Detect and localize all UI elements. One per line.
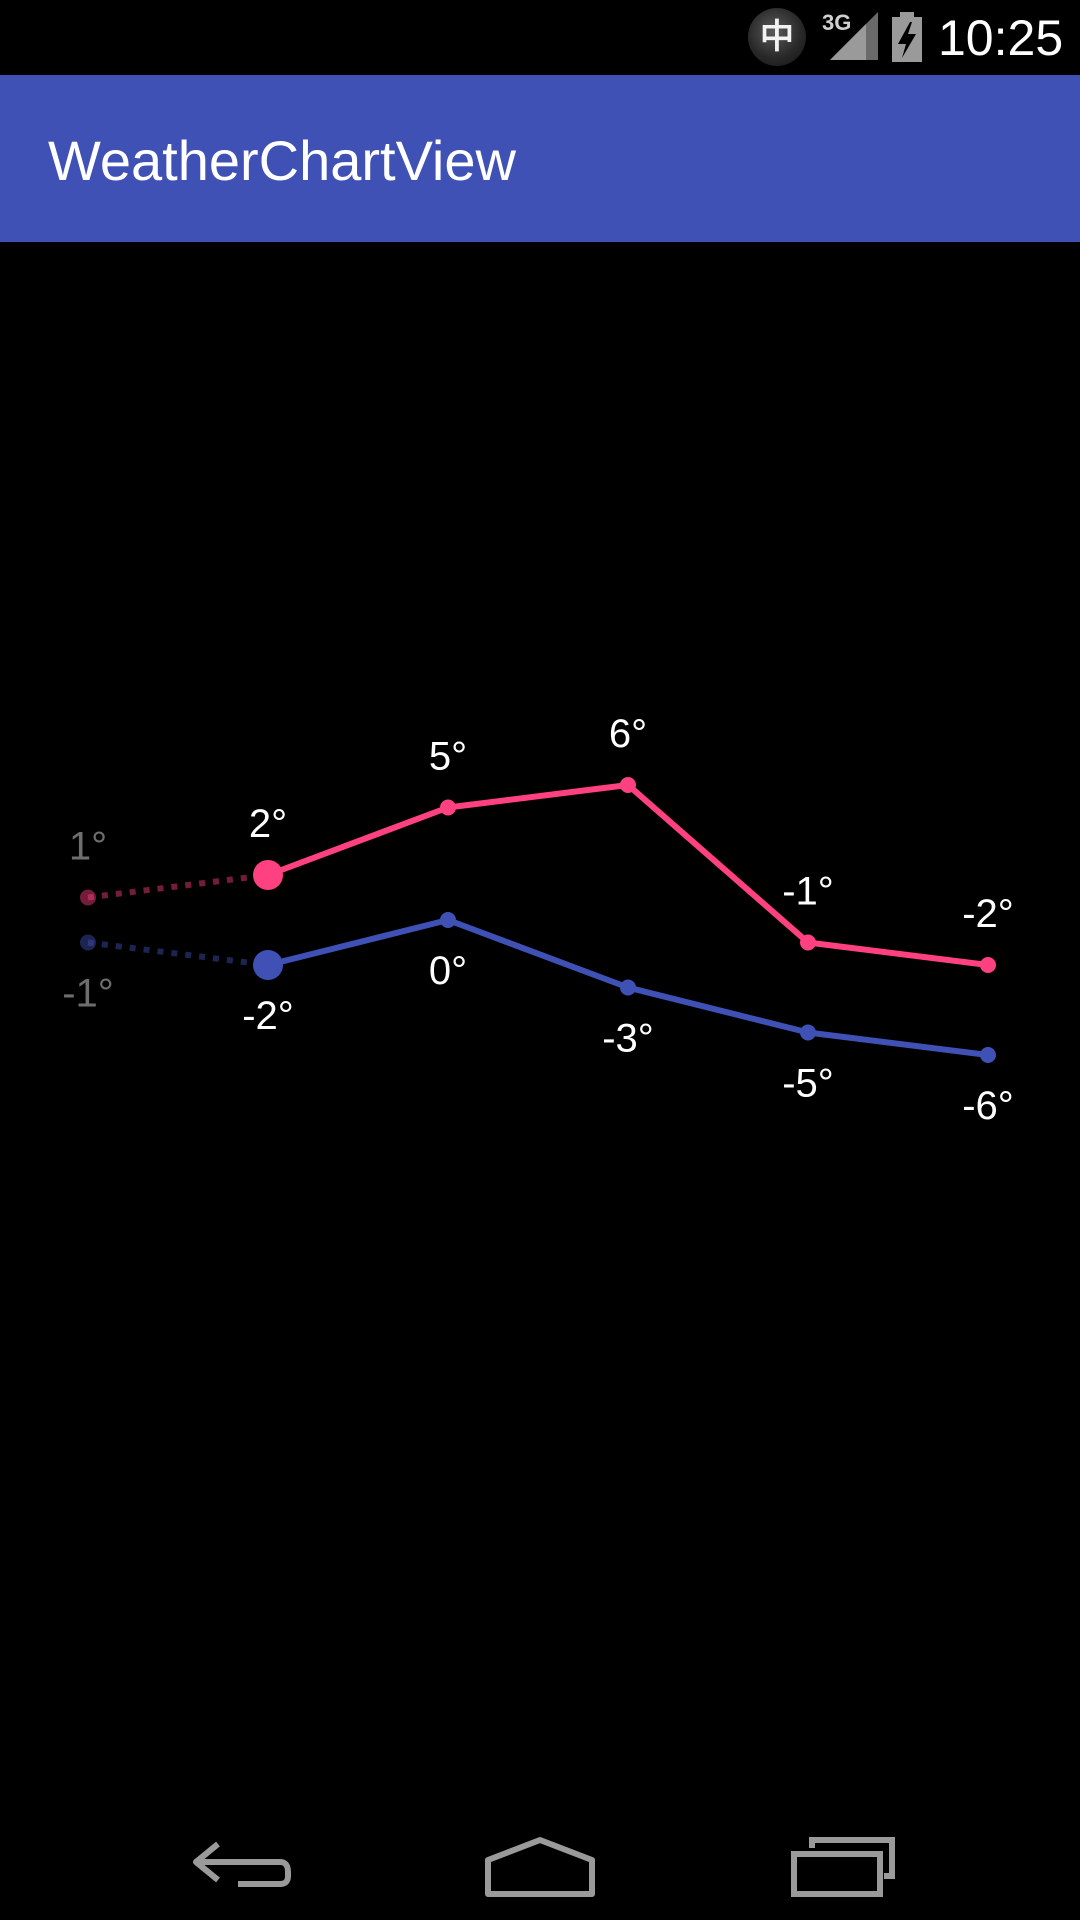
- navigation-bar: [0, 1800, 1080, 1920]
- ime-indicator-icon: 中: [748, 8, 806, 66]
- high-temp-point: [80, 889, 96, 906]
- low-temp-point: [253, 950, 283, 980]
- high-temp-point: [440, 799, 456, 816]
- high-temp-label: 2°: [249, 802, 287, 846]
- high-temp-label: 1°: [69, 825, 107, 869]
- home-icon[interactable]: [460, 1822, 620, 1902]
- high-temp-label: 5°: [429, 735, 467, 779]
- low-temp-past-line: [87, 939, 269, 968]
- app-bar: WeatherChartView: [0, 75, 1080, 242]
- low-temp-label: -5°: [782, 1062, 834, 1106]
- high-temp-point: [980, 957, 996, 973]
- high-temp-label: -2°: [962, 892, 1014, 936]
- status-time: 10:25: [938, 10, 1064, 66]
- weather-chart: 1° 2° 5° 6° -1° -2° -1° -2° 0° -3° -5° -6°: [62, 712, 1014, 1128]
- network-type-label: 3G: [822, 10, 851, 35]
- battery-charging-icon: [892, 12, 922, 62]
- low-temp-point: [620, 979, 636, 996]
- low-temp-point: [80, 934, 96, 951]
- recent-apps-icon[interactable]: [764, 1822, 924, 1902]
- app-title: WeatherChartView: [48, 129, 516, 192]
- cell-signal-icon: 3G: [822, 10, 878, 60]
- high-temp-point: [620, 777, 636, 793]
- back-icon[interactable]: [160, 1822, 320, 1902]
- low-temp-label: -1°: [62, 972, 114, 1016]
- low-temp-label: -6°: [962, 1084, 1014, 1128]
- low-temp-point: [800, 1024, 816, 1041]
- high-temp-past-line: [87, 872, 269, 901]
- high-temp-point: [253, 860, 283, 890]
- status-bar: 中 3G 10:25: [0, 0, 1080, 75]
- high-temp-label: 6°: [609, 712, 647, 756]
- low-temp-label: 0°: [429, 949, 467, 993]
- low-temp-point: [440, 912, 456, 928]
- low-temp-label: -3°: [602, 1017, 654, 1061]
- low-temp-point: [980, 1047, 996, 1063]
- high-temp-point: [800, 934, 816, 951]
- low-temp-label: -2°: [242, 994, 294, 1038]
- high-temp-label: -1°: [782, 870, 834, 914]
